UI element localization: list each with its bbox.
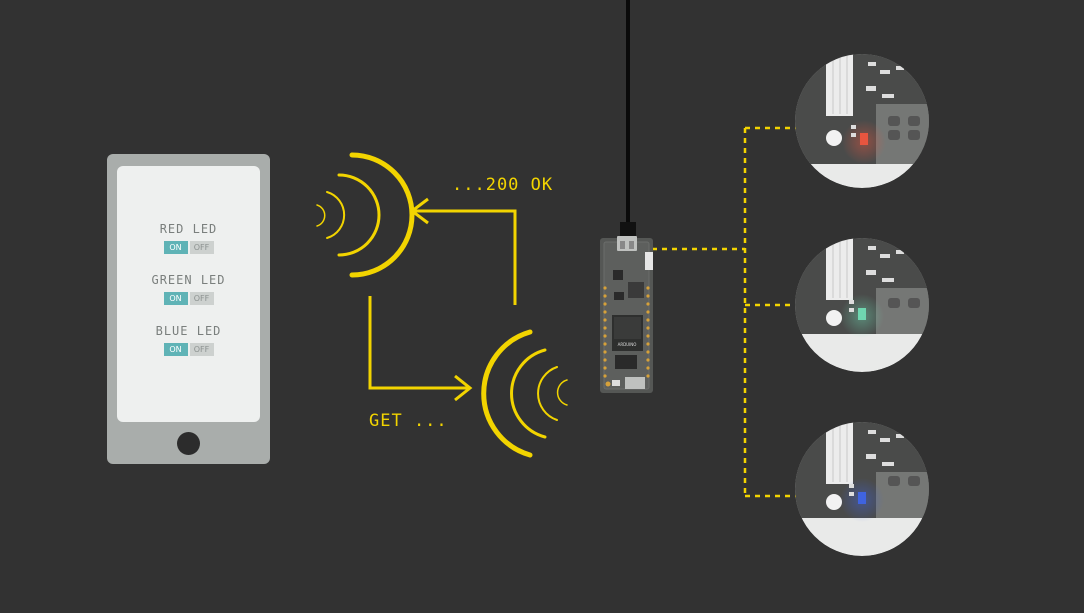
response-arrow bbox=[409, 197, 517, 305]
request-label: GET ... bbox=[369, 411, 448, 431]
board-wifi-waves-icon bbox=[481, 329, 568, 458]
arduino-board: ARDUINO bbox=[600, 236, 653, 393]
red-led-off-button[interactable]: OFF bbox=[189, 241, 214, 254]
blue-led-toggle[interactable]: ON OFF bbox=[163, 343, 215, 356]
blue-led-closeup bbox=[795, 422, 929, 556]
smartphone: RED LED ON OFF GREEN LED ON OFF BLUE LED… bbox=[107, 154, 270, 464]
blue-led-label: BLUE LED bbox=[155, 324, 222, 338]
red-led-on-button[interactable]: ON bbox=[163, 241, 188, 254]
blue-led-on-button[interactable]: ON bbox=[163, 343, 188, 356]
board-brand-text: ARDUINO bbox=[618, 342, 637, 347]
red-led-toggle[interactable]: ON OFF bbox=[163, 241, 215, 254]
dashed-connections bbox=[652, 126, 796, 498]
usb-plug bbox=[620, 222, 636, 236]
red-led-closeup bbox=[795, 54, 929, 188]
green-led-label: GREEN LED bbox=[151, 273, 226, 287]
home-button[interactable] bbox=[177, 432, 200, 455]
red-led-label: RED LED bbox=[159, 222, 218, 236]
blue-led-off-button[interactable]: OFF bbox=[189, 343, 214, 356]
red-led-control: RED LED ON OFF bbox=[117, 222, 260, 254]
blue-led-control: BLUE LED ON OFF bbox=[117, 324, 260, 356]
phone-screen: RED LED ON OFF GREEN LED ON OFF BLUE LED… bbox=[117, 166, 260, 422]
green-led-toggle[interactable]: ON OFF bbox=[163, 292, 215, 305]
green-led-off-button[interactable]: OFF bbox=[189, 292, 214, 305]
request-arrow bbox=[368, 296, 473, 402]
green-led-control: GREEN LED ON OFF bbox=[117, 273, 260, 305]
green-led-on-button[interactable]: ON bbox=[163, 292, 188, 305]
response-label: ...200 OK bbox=[452, 175, 554, 195]
green-led-closeup bbox=[795, 238, 929, 372]
phone-wifi-waves-icon bbox=[316, 152, 415, 278]
